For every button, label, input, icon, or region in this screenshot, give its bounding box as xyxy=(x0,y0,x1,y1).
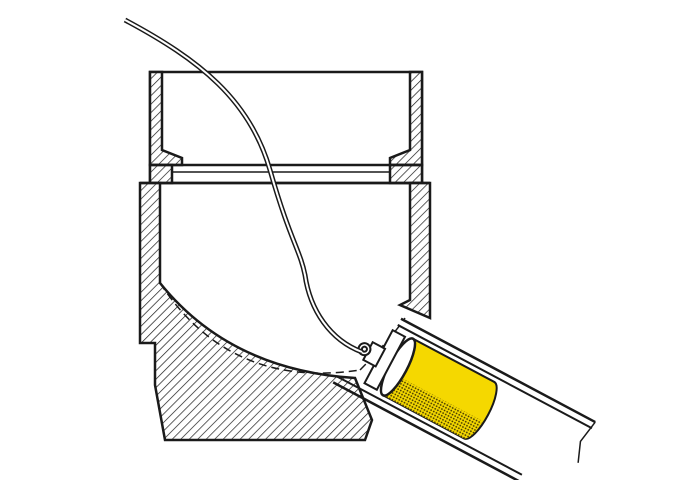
lower-housing xyxy=(138,181,432,442)
upper-housing xyxy=(148,70,424,185)
yellow-cylinder xyxy=(379,337,498,440)
angled-tube xyxy=(332,317,596,480)
